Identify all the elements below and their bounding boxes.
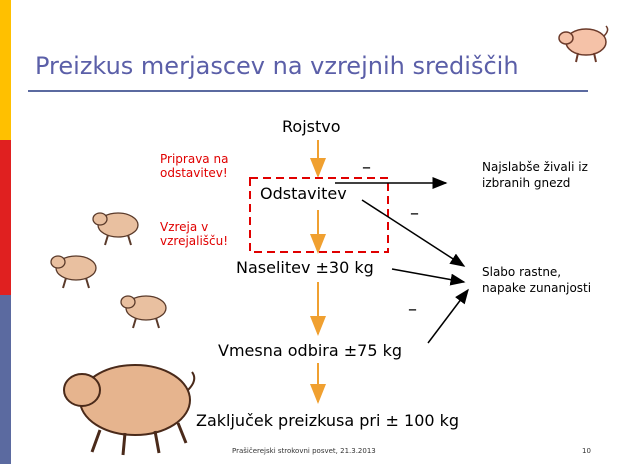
pig-icon-2 xyxy=(50,255,97,289)
minus-sign-2: – xyxy=(410,203,419,224)
blue-stripe xyxy=(0,295,11,464)
pig-icon-top-right xyxy=(558,25,609,63)
stage-naselitev: Naselitev ±30 kg xyxy=(236,258,374,277)
minus-sign-1: – xyxy=(362,157,371,178)
pig-icon-large xyxy=(63,364,196,456)
footer-text: Prašičerejski strokovni posvet, 21.3.201… xyxy=(232,447,376,455)
arrow-odstavitev-to-outcome-2 xyxy=(361,199,466,267)
stage-odstavitev: Odstavitev xyxy=(260,184,347,203)
outcome-slabo-rastne: Slabo rastne, napake zunanjosti xyxy=(482,265,592,295)
arrow-vmesna-to-outcome-2 xyxy=(427,288,469,344)
outcome-najslabse: Najslabše živali iz izbranih gnezd xyxy=(482,160,588,190)
stage-vmesna-odbira: Vmesna odbira ±75 kg xyxy=(218,341,403,360)
page-number: 10 xyxy=(582,447,591,455)
annotation-vzreja: Vzreja v vzrejališču! xyxy=(160,220,229,248)
red-stripe xyxy=(0,140,11,295)
minus-sign-3: – xyxy=(408,299,417,320)
title-underline xyxy=(28,90,588,92)
slide-title: Preizkus merjascev na vzrejnih središčih xyxy=(35,52,519,80)
pig-icon-1 xyxy=(92,212,139,246)
stage-zakljucek: Zaključek preizkusa pri ± 100 kg xyxy=(196,411,460,430)
stage-rojstvo: Rojstvo xyxy=(282,117,341,136)
annotation-priprava: Priprava na odstavitev! xyxy=(160,152,229,180)
pig-icon-3 xyxy=(120,295,167,329)
yellow-stripe xyxy=(0,0,11,140)
dashed-highlight-box xyxy=(249,177,389,253)
arrow-naselitev-to-outcome-2 xyxy=(391,268,466,286)
